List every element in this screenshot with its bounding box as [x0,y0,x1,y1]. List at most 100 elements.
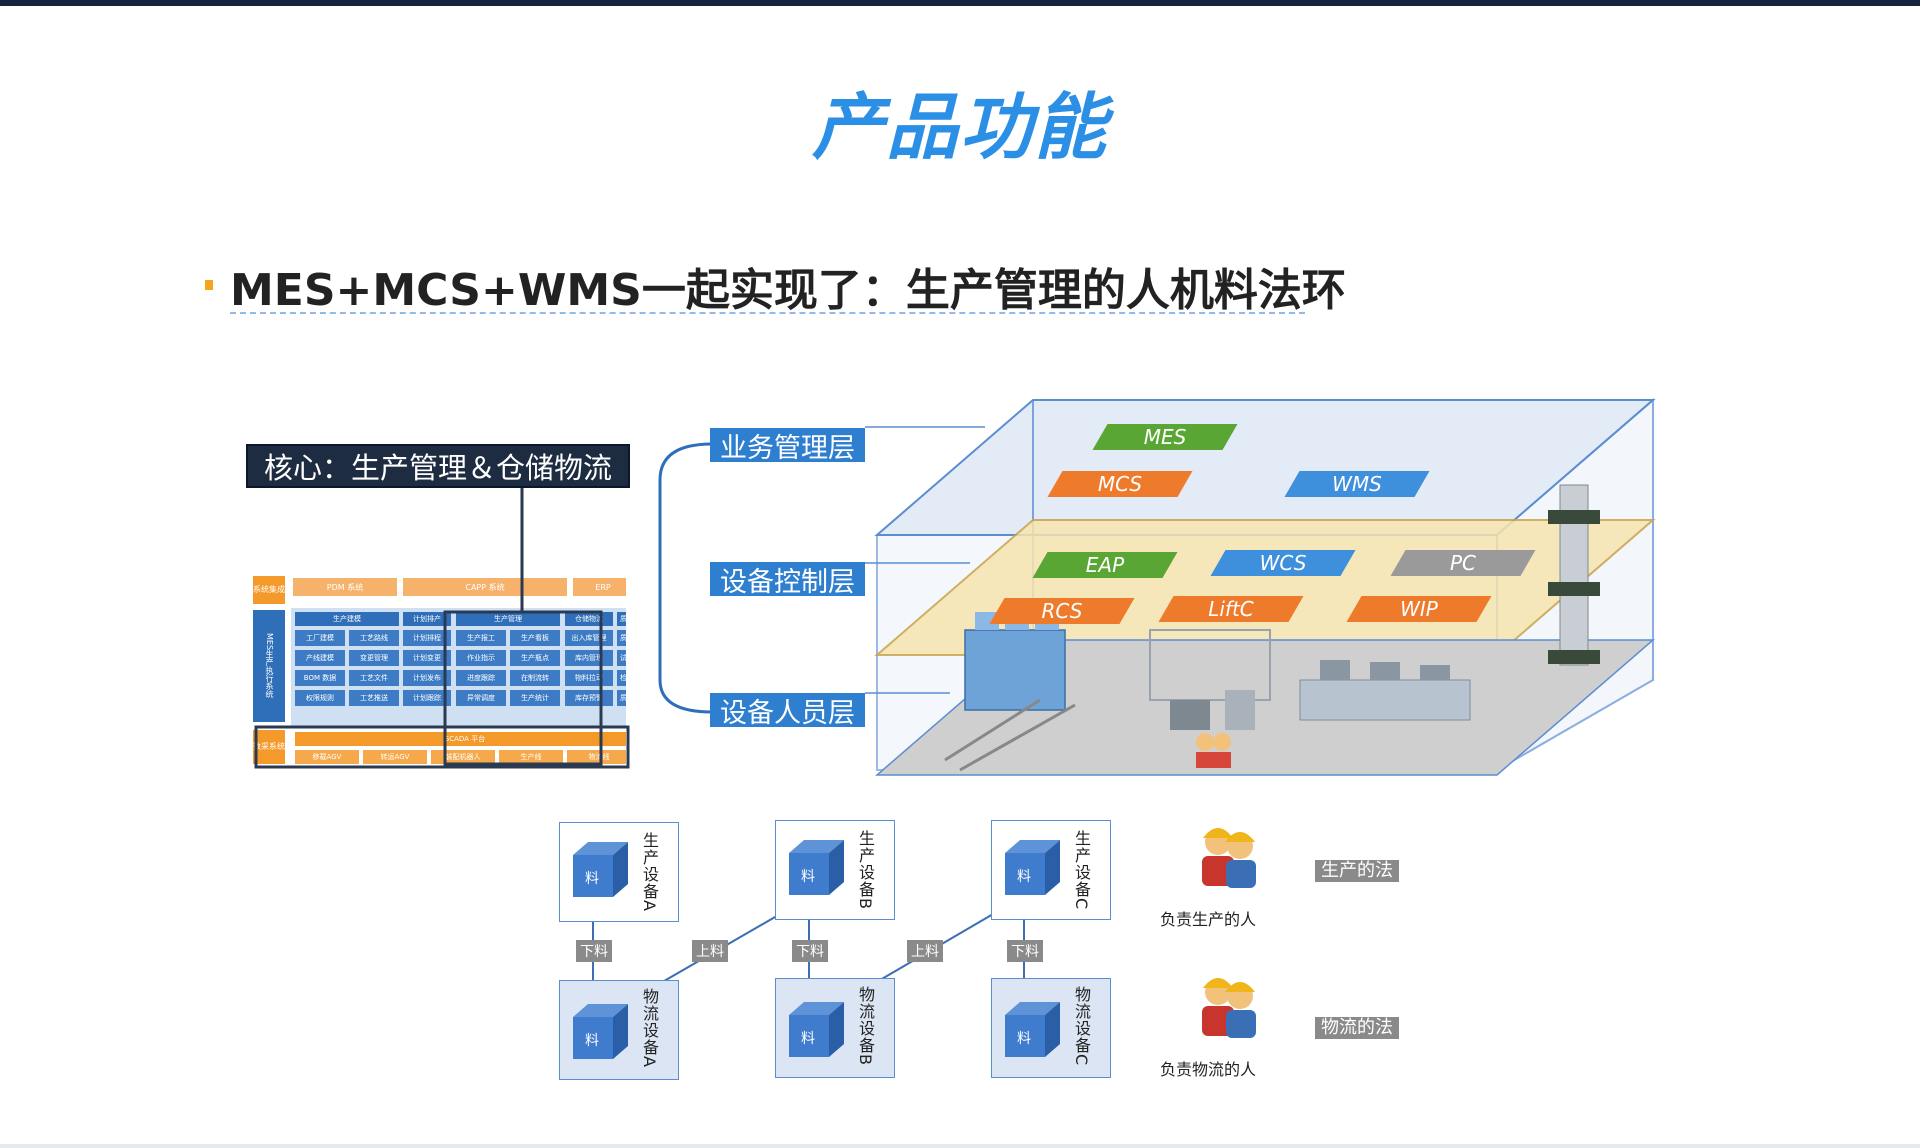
layer-label-business: 业务管理层 [710,428,865,464]
mes-cell: 计划发布 [403,670,451,686]
law-label-logistics: 物流的法 [1315,1017,1399,1039]
unload-tag-b: 下料 [792,940,828,962]
mes-cell: 生产瓶点 [510,650,560,666]
mes-cell: 变更管理 [349,650,399,666]
chip-mcs: MCS [1047,471,1193,497]
cube-label-prod-c: 料 [1017,869,1031,885]
top-bar-erp: ERP [573,578,626,596]
mes-cell: 在制流转 [510,670,560,686]
chip-rcs: RCS [989,598,1135,624]
page-title: 产品功能 [811,85,1108,169]
cube-prod-c [1005,840,1060,895]
mes-bottom-item: 生产线 [499,750,563,764]
cube-label-log-a: 料 [585,1033,599,1049]
mes-cell: 生产看板 [510,630,560,646]
cube-log-a [573,1004,628,1059]
top-bar-pdm: PDM 系统 [293,578,397,596]
mes-cell: 计划排程 [403,630,451,646]
core-highlight-production [443,610,603,766]
cube-label-prod-a: 料 [585,871,599,887]
logistics-device-b-label: 物流设备B [856,986,875,1066]
production-device-a-label: 生产设备A [640,832,659,912]
unload-tag-c: 下料 [1007,940,1043,962]
header-quality: 质量 [617,612,626,626]
mes-cell: 质量 [617,630,626,646]
cube-log-c [1005,1002,1060,1057]
mes-cell: 进度跟踪 [456,670,506,686]
mes-cell: 生产报工 [456,630,506,646]
mes-cell: 生产统计 [510,690,560,706]
chip-pc: PC [1390,550,1536,576]
mes-bottom-item: 物流线 [567,750,626,764]
chip-eap: EAP [1032,552,1178,578]
mes-cell: 质量 [617,690,626,706]
person-label-production: 负责生产的人 [1160,910,1257,929]
mes-cell: 工艺推送 [349,690,399,706]
chip-wcs: WCS [1210,550,1356,576]
cube-prod-a [573,842,628,897]
side-label-scada: 数采系统 [253,730,285,764]
cube-label-log-b: 料 [801,1031,815,1047]
top-bar-capp: CAPP 系统 [403,578,567,596]
scada-bar: SCADA 平台 [295,732,626,746]
mes-cell: 计划跟踪 [403,690,451,706]
side-label-integration: 系统集成 [253,576,285,604]
mes-bottom-item: 转运AGV [363,750,427,764]
cube-label-log-c: 料 [1017,1031,1031,1047]
mes-cell: 检验 [617,670,626,686]
logistics-device-c-label: 物流设备C [1072,986,1091,1067]
header-modeling: 生产建模 [295,612,399,626]
header-production: 生产管理 [456,612,560,626]
assembly-cell-illustration [1149,629,1271,730]
mes-cell: BOM 数据 [295,670,345,686]
production-device-c-label: 生产设备C [1072,830,1091,911]
mes-cell: 工艺文件 [349,670,399,686]
mes-cell: 试验 [617,650,626,666]
chip-mes: MES [1092,424,1238,450]
layer-label-personnel: 设备人员层 [710,693,865,729]
production-device-b-label: 生产设备B [856,830,875,910]
lift-tower-illustration [1548,484,1600,666]
mes-cell: 异常调度 [456,690,506,706]
cube-prod-b [789,840,844,895]
mes-cell: 工艺路线 [349,630,399,646]
cube-log-b [789,1002,844,1057]
chip-liftc: LiftC [1158,596,1304,622]
header-planning: 计划排产 [403,612,451,626]
side-label-mes: MES生产执行系统 [253,610,285,722]
core-label: 核心：生产管理＆仓储物流 [246,444,630,488]
mes-cell: 作业指示 [456,650,506,666]
person-label-logistics: 负责物流的人 [1160,1060,1257,1079]
bullet-marker [205,280,213,290]
floor-plane [874,639,1656,776]
bottom-rule [0,1144,1920,1148]
production-line-illustration [1299,660,1471,721]
layer-bracket [658,442,713,714]
mes-cell: 产线建模 [295,650,345,666]
mes-cell: 计划变更 [403,650,451,666]
chip-wms: WMS [1284,471,1430,497]
core-highlight-scada [254,725,630,769]
mes-bottom-item: 装配机器人 [431,750,495,764]
top-bar [0,0,1920,6]
subtitle: MES+MCS+WMS一起实现了：生产管理的人机料法环 [230,265,1346,316]
worker-icon-logistics [1202,978,1256,1038]
chip-wip: WIP [1346,596,1492,622]
worker-icon-production [1202,828,1256,888]
load-tag-b: 上料 [692,940,728,962]
logistics-device-a-label: 物流设备A [640,988,659,1068]
mes-grid-bg [291,608,626,726]
mes-bottom-item: 移载AGV [295,750,359,764]
workers-illustration [1196,733,1231,768]
layer-label-control: 设备控制层 [710,562,865,598]
mes-cell: 工厂建模 [295,630,345,646]
unload-tag-a: 下料 [576,940,612,962]
mes-cell: 权限规则 [295,690,345,706]
cube-label-prod-b: 料 [801,869,815,885]
load-tag-c: 上料 [907,940,943,962]
law-label-production: 生产的法 [1315,860,1399,882]
subtitle-underline [230,312,1305,314]
